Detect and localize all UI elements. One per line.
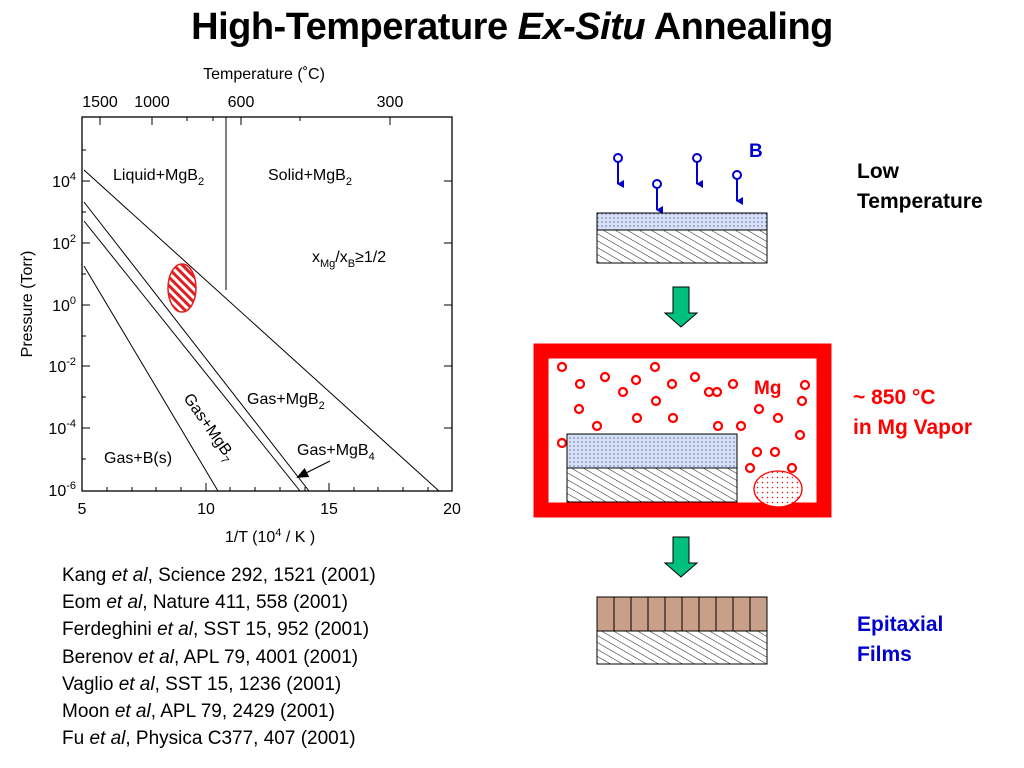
film-grain-lines: [613, 597, 751, 631]
process-window-ellipse: [167, 263, 197, 313]
label-liquid-mgb2: Liquid+MgB2: [113, 167, 204, 188]
down-arrow-1: [663, 286, 699, 328]
bottom-tick-15: 15: [320, 501, 338, 518]
step1-boron-deposition: B: [596, 141, 768, 264]
mg-vapor-atoms: [556, 361, 811, 474]
reference-item: Vaglio et al, SST 15, 1236 (2001): [62, 673, 342, 695]
step2-mg-vapor-anneal: Mg: [533, 343, 832, 518]
label-solid-mgb2: Solid+MgB2: [268, 167, 352, 188]
bottom-axis-label: 1/T (104 / K ): [225, 527, 315, 546]
reference-item: Moon et al, APL 79, 2429 (2001): [62, 701, 335, 723]
boundary-gas-mgb2: [83, 169, 440, 492]
phase-diagram: Temperature (˚C) 1500 1000 600 300: [19, 66, 461, 546]
top-tick-300: 300: [377, 94, 404, 111]
references-list: Kang et al, Science 292, 1521 (2001) Eom…: [62, 562, 376, 752]
boron-film-in-furnace: [566, 433, 738, 469]
bottom-tick-10: 10: [197, 501, 215, 518]
down-arrow-2: [663, 536, 699, 578]
top-tick-marks: [99, 117, 391, 125]
top-tick-1500: 1500: [82, 94, 118, 111]
boron-film-layer: [596, 212, 768, 231]
reference-item: Ferdeghini et al, SST 15, 952 (2001): [62, 619, 370, 641]
boron-atoms: [613, 153, 743, 214]
y-tick-1e-2: 10-2: [48, 356, 76, 376]
bottom-tick-marks: [106, 483, 429, 491]
y-tick-labels: 104 102 100 10-2 10-4 10-6: [48, 171, 76, 500]
reference-item: Fu et al, Physica C377, 407 (2001): [62, 728, 356, 750]
label-gas-b: Gas+B(s): [104, 450, 172, 467]
substrate-layer-3: [596, 630, 768, 665]
plot-frame: [81, 116, 453, 492]
label-mg-ratio: xMg/xB≥1/2: [312, 249, 386, 270]
label-gas-mgb2: Gas+MgB2: [247, 391, 325, 412]
y-tick-1e-6: 10-6: [48, 480, 76, 500]
boundary-mgb4-a: [83, 201, 310, 492]
label-gas-mgb4: Gas+MgB4: [297, 442, 375, 463]
y-tick-1e-4: 10-4: [48, 418, 76, 438]
substrate-in-furnace: [566, 467, 738, 503]
y-tick-1e0: 100: [52, 295, 76, 315]
boundary-gas-b: [83, 265, 219, 492]
slide-title: High-Temperature Ex-Situ Annealing: [191, 6, 833, 48]
substrate-layer-1: [596, 229, 768, 264]
top-axis-label: Temperature (˚C): [203, 66, 325, 83]
reference-item: Berenov et al, APL 79, 4001 (2001): [62, 646, 359, 668]
step2-label: ~ 850 °C in Mg Vapor: [853, 386, 973, 439]
bottom-tick-5: 5: [78, 501, 87, 518]
bottom-tick-20: 20: [443, 501, 461, 518]
step3-label: Epitaxial Films: [857, 613, 944, 666]
y-tick-1e4: 104: [52, 171, 76, 191]
top-tick-1000: 1000: [134, 94, 170, 111]
process-schematic: B: [533, 141, 832, 665]
reference-item: Eom et al, Nature 411, 558 (2001): [62, 592, 348, 614]
step1-label: Low Temperature: [857, 160, 983, 213]
boron-label: B: [749, 141, 763, 162]
mg-label: Mg: [754, 378, 781, 399]
mgb4-pointer-arrow: [296, 460, 331, 478]
step3-epitaxial-film: [596, 596, 768, 665]
right-tick-marks: [444, 180, 452, 429]
boundary-mgb4-b: [83, 220, 301, 492]
left-tick-marks: [82, 149, 90, 460]
y-tick-1e2: 102: [52, 233, 76, 253]
top-tick-600: 600: [228, 94, 255, 111]
mg-source-ellipse: [753, 470, 803, 508]
y-axis-label: Pressure (Torr): [19, 251, 36, 358]
reference-item: Kang et al, Science 292, 1521 (2001): [62, 565, 376, 586]
phase-boundaries: [83, 117, 440, 492]
